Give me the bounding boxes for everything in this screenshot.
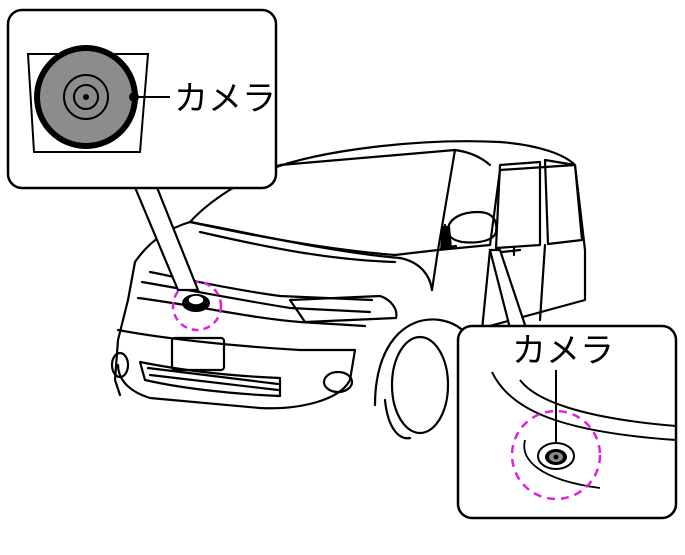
van-grille-top — [148, 270, 374, 302]
van-grille-chrome-1 — [140, 280, 372, 314]
van-a-pillar — [453, 148, 492, 167]
van-side-body — [430, 163, 587, 332]
van-front-camera-spot — [182, 294, 210, 312]
side-callout-box — [456, 324, 678, 520]
van-front-upper — [113, 260, 137, 397]
van-side-window-front — [494, 160, 542, 250]
van-fog-light-left — [110, 351, 130, 379]
mirror-underside-curve-2 — [519, 379, 677, 427]
van-grille-chrome-2 — [136, 296, 367, 328]
camera-lens-middle — [63, 74, 109, 120]
van-door-line — [480, 248, 492, 332]
minivan-illustration — [110, 140, 587, 440]
side-camera-center — [553, 454, 559, 460]
van-headlight — [288, 294, 398, 324]
van-front-wheel — [390, 335, 450, 435]
mirror-underside-curve-3 — [523, 439, 601, 489]
side-camera-highlight — [510, 409, 602, 501]
camera-lens-center — [83, 94, 89, 100]
side-camera-label: カメラ — [512, 331, 614, 371]
front-camera-label: カメラ — [174, 79, 276, 119]
front-camera-callout: カメラ — [6, 8, 278, 190]
van-side-mirror — [446, 210, 498, 244]
van-lower-grille-slat-2 — [148, 373, 280, 392]
van-fog-light-right — [322, 370, 354, 394]
van-sliding-door-line — [538, 243, 547, 322]
van-lower-grille-slat-1 — [146, 366, 280, 386]
front-camera-highlight — [171, 280, 223, 332]
van-bumper — [116, 328, 357, 410]
side-camera-callout: カメラ — [456, 324, 678, 520]
van-side-window-rear — [543, 158, 584, 246]
van-license-plate — [170, 336, 226, 372]
van-door-handle — [500, 245, 522, 257]
mirror-underside-curve-1 — [491, 371, 677, 441]
van-lower-grille — [138, 360, 282, 398]
van-hood-crease — [198, 230, 397, 264]
camera-lens-inner — [73, 84, 99, 110]
van-roof-line — [266, 140, 577, 172]
van-mirror-base — [440, 226, 452, 250]
van-front-tire — [383, 398, 412, 440]
